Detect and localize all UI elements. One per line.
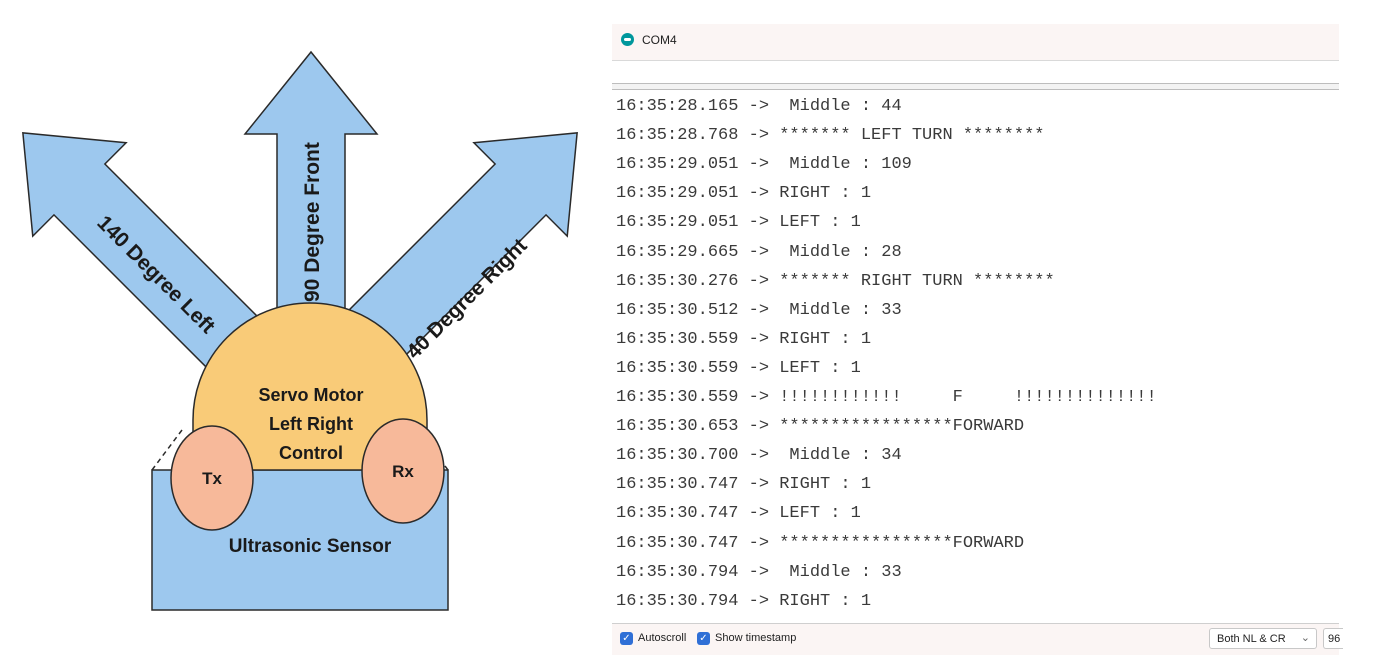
log-line: 16:35:28.768 -> ******* LEFT TURN ******… [616, 126, 1045, 146]
log-line: 16:35:30.794 -> Middle : 33 [616, 562, 902, 582]
serial-output[interactable]: 16:35:28.165 -> Middle : 44 16:35:28.768 … [612, 93, 1339, 623]
autoscroll-label: Autoscroll [638, 632, 687, 644]
arrow-front-label: 90 Degree Front [301, 142, 324, 302]
baud-rate-value: 96 [1328, 633, 1341, 645]
log-line: 16:35:30.794 -> LEFT : 1 [616, 621, 861, 623]
log-line: 16:35:30.747 -> RIGHT : 1 [616, 475, 872, 495]
log-line: 16:35:30.559 -> LEFT : 1 [616, 358, 861, 378]
ultrasonic-sensor-label: Ultrasonic Sensor [229, 536, 392, 557]
tx-label: Tx [202, 469, 222, 488]
line-ending-select[interactable]: Both NL & CR ⌄ [1209, 628, 1317, 649]
rx-label: Rx [392, 462, 414, 481]
chevron-down-icon: ⌄ [1300, 631, 1310, 644]
arrow-front [243, 50, 379, 321]
log-line: 16:35:30.512 -> Middle : 33 [616, 300, 902, 320]
autoscroll-checkbox[interactable]: ✓ [620, 632, 633, 645]
log-line: 16:35:30.653 -> *****************FORWARD [616, 417, 1025, 437]
log-line: 16:35:30.276 -> ******* RIGHT TURN *****… [616, 271, 1055, 291]
arrow-right [338, 132, 578, 372]
show-timestamp-label: Show timestamp [715, 632, 797, 644]
arduino-icon [621, 33, 634, 46]
tx-transducer [170, 425, 254, 531]
servo-line-1: Servo Motor [258, 385, 363, 405]
log-line: 16:35:30.700 -> Middle : 34 [616, 446, 902, 466]
log-line: 16:35:30.747 -> LEFT : 1 [616, 504, 861, 524]
log-line: 16:35:30.559 -> RIGHT : 1 [616, 329, 872, 349]
log-line: 16:35:29.051 -> LEFT : 1 [616, 213, 861, 233]
window-title: COM4 [642, 33, 677, 47]
rx-transducer [361, 418, 445, 524]
log-line: 16:35:29.051 -> Middle : 109 [616, 155, 912, 175]
arrow-left [22, 132, 262, 372]
log-line: 16:35:29.051 -> RIGHT : 1 [616, 184, 872, 204]
send-input[interactable] [612, 83, 1339, 90]
servo-line-2: Left Right [269, 414, 353, 434]
log-line: 16:35:28.165 -> Middle : 44 [616, 97, 902, 116]
servo-sensor-diagram: 90 Degree Front 140 Degree Left 40 Degre… [0, 0, 600, 672]
line-ending-value: Both NL & CR [1217, 633, 1286, 645]
show-timestamp-checkbox[interactable]: ✓ [697, 632, 710, 645]
log-line: 16:35:30.747 -> *****************FORWARD [616, 533, 1025, 553]
status-bar: ✓ Autoscroll ✓ Show timestamp Both NL & … [612, 623, 1343, 655]
servo-motor-body [192, 302, 428, 471]
title-bar: COM4 [612, 24, 1339, 61]
servo-line-3: Control [279, 443, 343, 463]
log-line: 16:35:30.559 -> !!!!!!!!!!!! F !!!!!!!!!… [616, 388, 1157, 407]
log-line: 16:35:29.665 -> Middle : 28 [616, 242, 902, 262]
log-line: 16:35:30.794 -> RIGHT : 1 [616, 591, 872, 611]
baud-rate-select[interactable]: 96 [1323, 628, 1343, 649]
